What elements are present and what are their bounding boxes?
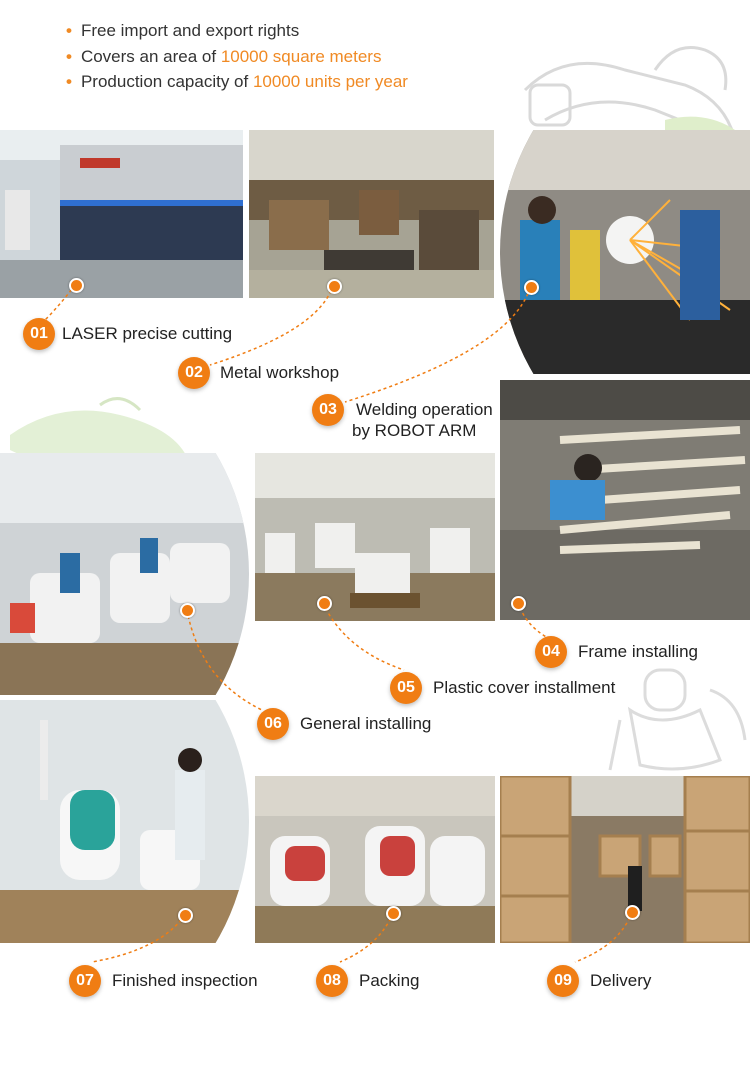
step-label-05: Plastic cover installment — [433, 678, 616, 697]
step-badge-06: 06 — [257, 708, 289, 740]
photo-packing — [255, 776, 495, 943]
step-label-03-line2: by ROBOT ARM — [352, 421, 477, 440]
pin-09 — [625, 905, 640, 920]
intro-item-area: •Covers an area of 10000 square meters — [66, 46, 382, 66]
photo-finished-inspection — [0, 700, 249, 943]
step-label-01: LASER precise cutting — [62, 324, 233, 343]
step-badge-07: 07 — [69, 965, 101, 997]
photo-laser-cutting — [0, 130, 243, 298]
step-label-09: Delivery — [590, 971, 652, 990]
pin-02 — [327, 279, 342, 294]
pin-07 — [178, 908, 193, 923]
step-label-07: Finished inspection — [112, 971, 258, 990]
step-badge-02: 02 — [178, 357, 210, 389]
photo-frame-installing — [500, 380, 750, 620]
pin-05 — [317, 596, 332, 611]
intro-item-rights: •Free import and export rights — [66, 21, 300, 40]
intro-item-capacity: •Production capacity of 10000 units per … — [66, 72, 408, 91]
photo-plastic-cover — [255, 453, 495, 621]
step-badge-09: 09 — [547, 965, 579, 997]
step-badge-08: 08 — [316, 965, 348, 997]
step-badge-01: 01 — [23, 318, 55, 350]
pin-08 — [386, 906, 401, 921]
step-badge-05: 05 — [390, 672, 422, 704]
pin-06 — [180, 603, 195, 618]
step-label-04: Frame installing — [578, 642, 698, 661]
pin-04 — [511, 596, 526, 611]
pin-03 — [524, 280, 539, 295]
photo-delivery — [500, 776, 750, 943]
step-badge-03: 03 — [312, 394, 344, 426]
intro-list: •Free import and export rights •Covers a… — [66, 18, 408, 95]
step-label-06: General installing — [300, 714, 432, 733]
photo-welding — [500, 130, 750, 374]
step-label-03: Welding operation — [356, 400, 493, 419]
photo-metal-workshop — [249, 130, 494, 298]
step-label-02: Metal workshop — [220, 363, 340, 382]
step-badge-04: 04 — [535, 636, 567, 668]
pin-01 — [69, 278, 84, 293]
photo-general-installing — [0, 453, 249, 695]
step-label-08: Packing — [359, 971, 420, 990]
dental-chair-sketch-right — [608, 668, 747, 771]
